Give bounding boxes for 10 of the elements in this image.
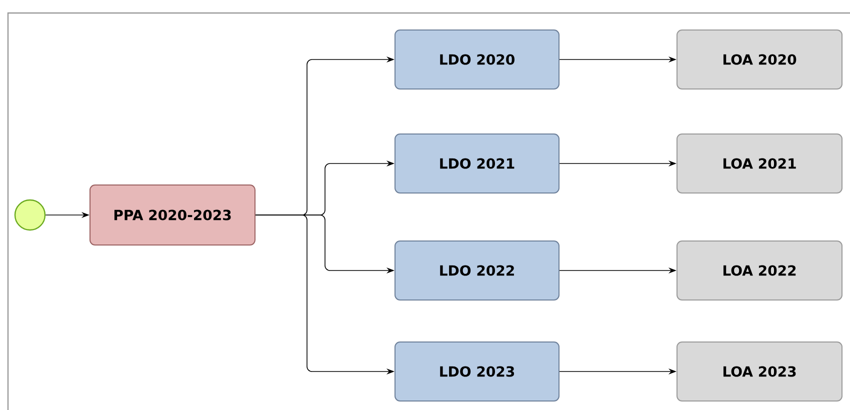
process-box: LOA 2023: [676, 342, 842, 402]
process-box: LOA 2021: [676, 134, 842, 194]
process-box: LDO 2020: [394, 30, 560, 90]
process-box: LDO 2023: [394, 342, 560, 402]
process-box: LOA 2020: [676, 30, 842, 90]
process-box: LOA 2022: [676, 240, 842, 300]
process-box: PPA 2020-2023: [90, 184, 256, 246]
process-box: LDO 2021: [394, 134, 560, 194]
start-circle: [14, 199, 46, 231]
process-box: LDO 2022: [394, 240, 560, 300]
